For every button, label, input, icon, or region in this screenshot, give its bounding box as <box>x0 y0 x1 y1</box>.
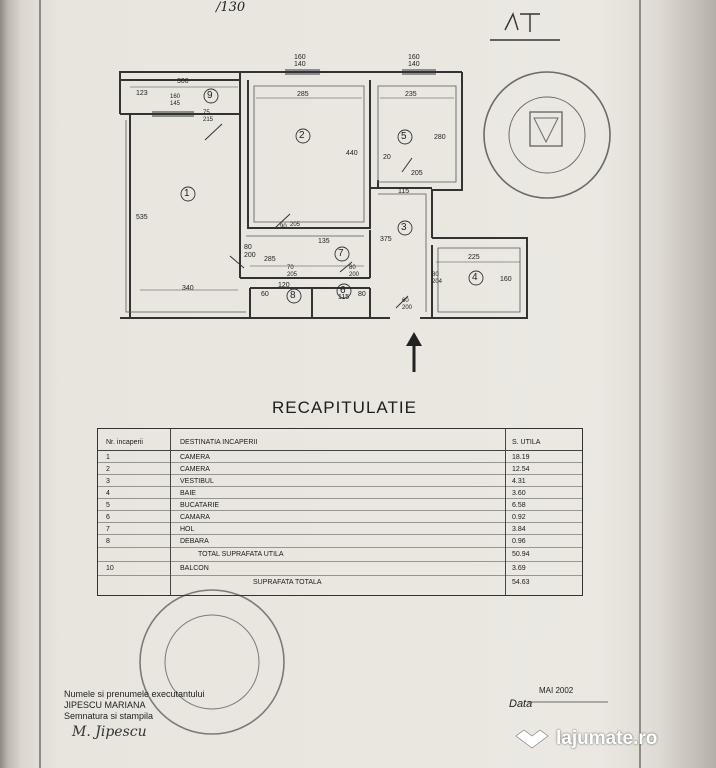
dimension-label: 75 215 <box>203 110 214 123</box>
dimension-label: 120 <box>278 282 290 289</box>
floor-plan-inner-walls <box>125 85 521 313</box>
room-number-circles <box>180 88 484 304</box>
room-circle <box>397 220 413 236</box>
room-circle <box>286 288 302 304</box>
dimension-label: 80 200 <box>244 244 256 259</box>
page-number-note: /130 <box>216 0 246 15</box>
room-number: 6 <box>340 285 346 296</box>
room-number: 4 <box>472 272 478 283</box>
dimension-label: 225 <box>468 254 480 261</box>
dimension-label: 60 200 <box>402 298 413 311</box>
dimension-label: 80 <box>358 291 366 298</box>
date-label: Data <box>509 698 533 710</box>
dimension-label: 70 205 <box>287 265 298 278</box>
dimension-label: 135 <box>318 238 330 245</box>
handwritten-signature: M. Jipescu <box>72 724 147 740</box>
dimension-label: 80 200 <box>349 265 360 278</box>
lajumate-logo-icon <box>515 729 549 749</box>
dimension-label: 115 <box>398 188 410 195</box>
dimension-label: 440 <box>346 150 358 157</box>
room-number: 8 <box>290 290 296 301</box>
entry-arrow <box>406 332 422 372</box>
dimension-label: 535 <box>136 214 148 221</box>
header-area: S. UTILA <box>512 439 541 446</box>
dimension-label: 80 204 <box>432 272 443 285</box>
dimension-label: 115 <box>338 294 350 301</box>
dimension-label: 205 <box>290 222 301 228</box>
dimension-label: 285 <box>297 91 309 98</box>
dimension-label: 300 <box>177 78 189 85</box>
dimension-label: 90 <box>280 224 287 230</box>
dimension-label: 340 <box>182 285 194 292</box>
dimension-label: 205 <box>411 170 423 177</box>
room-circle <box>468 270 484 286</box>
executor-label: Numele si prenumele executantului <box>64 689 205 699</box>
dimension-label: 160 145 <box>170 94 181 107</box>
authorization-stamp <box>139 589 285 735</box>
dimension-lines <box>130 86 520 291</box>
header-nr: Nr. incaperii <box>106 439 143 446</box>
recap-title: RECAPITULATIE <box>272 398 417 417</box>
room-circle <box>180 186 196 202</box>
dimension-label: 280 <box>434 134 446 141</box>
doors <box>204 123 413 309</box>
initials-scribble <box>490 12 560 41</box>
header-destination: DESTINATIA INCAPERII <box>180 439 258 446</box>
room-number: 1 <box>184 188 190 199</box>
dimension-label: 375 <box>380 236 392 243</box>
floor-plan-walls <box>119 71 528 319</box>
room-circle <box>203 88 219 104</box>
windows <box>152 69 436 117</box>
dimension-label: 160 <box>500 276 512 283</box>
site-watermark: lajumate.ro <box>556 728 658 749</box>
dimension-label: 60 <box>261 291 269 298</box>
document-date: MAI 2002 <box>539 686 574 695</box>
dimension-label: 123 <box>136 90 148 97</box>
room-number: 3 <box>401 222 407 233</box>
dimension-label: 160 140 <box>408 54 420 68</box>
room-circle <box>295 128 311 144</box>
dimension-label: 160 140 <box>294 54 306 68</box>
room-circle <box>334 246 350 262</box>
room-number: 2 <box>299 130 305 141</box>
signature-label: Semnatura si stampila <box>64 711 154 721</box>
room-circle <box>336 283 352 299</box>
room-number: 5 <box>401 131 407 142</box>
room-number: 7 <box>338 248 344 259</box>
summary-table: Nr. incaperii DESTINATIA INCAPERII S. UT… <box>97 428 583 596</box>
room-number: 9 <box>207 90 213 101</box>
ministry-stamp <box>483 71 611 199</box>
dimension-label: 235 <box>405 91 417 98</box>
dimension-label: 20 <box>383 154 391 161</box>
room-circle <box>397 129 413 145</box>
dimension-label: 285 <box>264 256 276 263</box>
executor-name: JIPESCU MARIANA <box>64 700 146 710</box>
